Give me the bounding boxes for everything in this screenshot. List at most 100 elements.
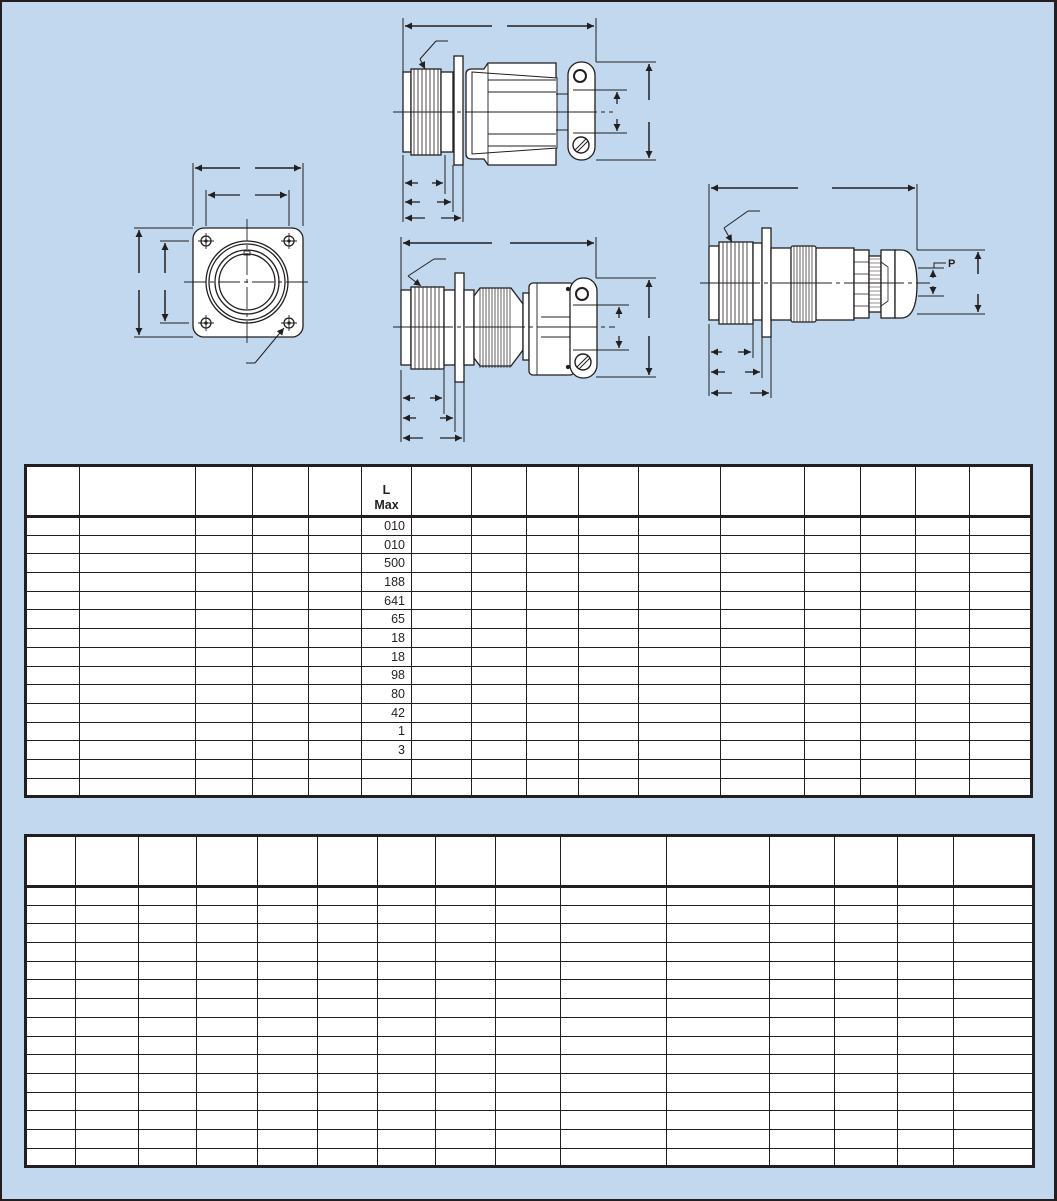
table-cell [411, 628, 472, 648]
table-cell [25, 572, 80, 592]
table-cell [804, 665, 861, 686]
table-cell [138, 1054, 197, 1074]
table-cell [308, 572, 362, 592]
table-cell [969, 553, 1032, 574]
table-cell [317, 979, 378, 1000]
table-cell [915, 684, 970, 704]
table-cell [317, 960, 378, 981]
table-cell [196, 942, 258, 962]
table-cell [720, 758, 805, 779]
table-cell [804, 590, 861, 611]
table-cell [435, 1091, 496, 1112]
table-row [25, 1091, 1034, 1112]
table-cell [860, 628, 916, 648]
table-cell [638, 646, 721, 667]
table-cell [138, 904, 197, 925]
table-cell [526, 572, 579, 592]
table-cell [195, 777, 253, 798]
table-cell [79, 684, 196, 704]
table-cell [471, 684, 527, 704]
column-header [196, 835, 258, 888]
table-cell [377, 1054, 436, 1074]
table-cell [377, 1110, 436, 1130]
table-cell [138, 1128, 197, 1149]
table-cell [666, 1072, 770, 1093]
column-header [769, 835, 835, 888]
table-cell [252, 684, 309, 704]
table-cell [804, 721, 861, 742]
table-cell [560, 1072, 667, 1093]
table-cell [638, 758, 721, 779]
table-cell [75, 1072, 139, 1093]
table-cell [252, 516, 309, 536]
table-cell [25, 1147, 76, 1168]
table-cell [804, 534, 861, 555]
table-cell [897, 904, 954, 925]
table-cell [953, 1147, 1034, 1168]
table-cell [411, 777, 472, 798]
table-cell [969, 609, 1032, 630]
table-cell: 42 [361, 702, 412, 723]
table-cell [257, 1091, 318, 1112]
table-row [25, 904, 1034, 925]
table-cell [897, 1072, 954, 1093]
table-cell [804, 684, 861, 704]
table-cell [377, 1147, 436, 1168]
table-cell [317, 1035, 378, 1056]
table-cell [720, 740, 805, 760]
table-cell [495, 1054, 561, 1074]
table-cell [769, 1054, 835, 1074]
table-cell [317, 904, 378, 925]
column-header [969, 465, 1032, 518]
table-cell: 010 [361, 516, 412, 536]
table-cell [638, 609, 721, 630]
column-header [252, 465, 309, 518]
table-cell [526, 721, 579, 742]
table-cell [495, 942, 561, 962]
table-cell [666, 886, 770, 906]
table-cell [769, 1072, 835, 1093]
header-max: Max [374, 498, 399, 512]
table-cell [638, 590, 721, 611]
table-cell [138, 979, 197, 1000]
table-row: 18 [25, 628, 1032, 648]
table-cell [953, 942, 1034, 962]
table-cell [860, 758, 916, 779]
table-cell [578, 628, 639, 648]
table-cell [834, 960, 898, 981]
table-cell [666, 998, 770, 1018]
table-row [25, 942, 1034, 962]
table-cell [471, 572, 527, 592]
table-cell [897, 960, 954, 981]
table-cell [897, 979, 954, 1000]
table-cell [915, 740, 970, 760]
table-cell [75, 1035, 139, 1056]
table-row [25, 998, 1034, 1018]
table-cell [495, 1035, 561, 1056]
table-cell [769, 960, 835, 981]
table-cell [471, 665, 527, 686]
table-cell [25, 758, 80, 779]
table-cell: 98 [361, 665, 412, 686]
table-row [25, 1110, 1034, 1130]
table-cell [666, 960, 770, 981]
table-row: 18 [25, 646, 1032, 667]
table-cell [969, 684, 1032, 704]
table-cell [915, 665, 970, 686]
table-cell [308, 740, 362, 760]
table-cell [79, 516, 196, 536]
side-view-coupling-clamp [393, 237, 656, 442]
table-cell [79, 721, 196, 742]
table-cell [435, 1016, 496, 1037]
table-cell: 3 [361, 740, 412, 760]
table-cell [317, 886, 378, 906]
table-cell [638, 740, 721, 760]
table-cell [666, 1110, 770, 1130]
table-cell [252, 572, 309, 592]
column-header [25, 465, 80, 518]
table-cell [666, 1128, 770, 1149]
table-cell [720, 534, 805, 555]
table-cell [638, 721, 721, 742]
table-cell [769, 979, 835, 1000]
table-cell [25, 609, 80, 630]
